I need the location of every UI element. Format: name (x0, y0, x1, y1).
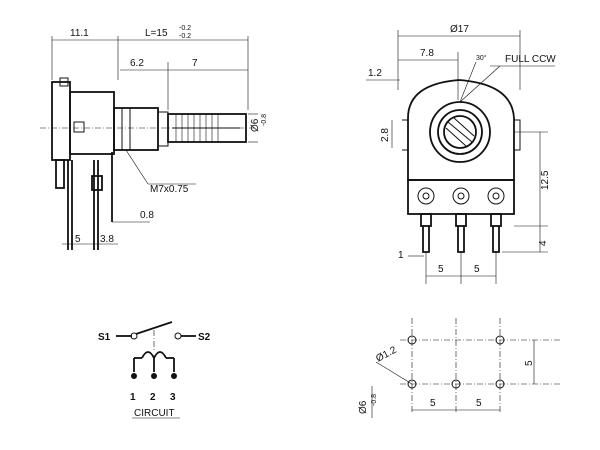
hole-dia-2: Ø6 (358, 400, 369, 414)
dim-gap: 0.8 (140, 210, 154, 221)
pitch-y: 5 (524, 360, 535, 366)
pin-label-3: 3 (170, 392, 176, 403)
pitch-x1: 5 (430, 398, 436, 409)
dim-pitch-1: 5 (438, 264, 444, 275)
dim-body-width: 11.1 (70, 28, 89, 39)
side-view: 11.1 L=15 -0.2 -0.2 6.2 7 (40, 25, 268, 250)
dim-thread: M7x0.75 (150, 184, 189, 195)
dim-pin-w: 1 (398, 250, 404, 261)
rotation-label: FULL CCW (505, 54, 556, 65)
pcb-layout: Ø1.2 Ø6 -0.8 5 5 5 (358, 318, 560, 418)
dim-tab-offset: 1.2 (368, 68, 382, 79)
switch-label-s2: S2 (198, 332, 211, 343)
dim-bushing-len: 6.2 (130, 58, 144, 69)
pin-label-2: 2 (150, 392, 156, 403)
dim-pin-pitch: 5 (75, 234, 81, 245)
dim-tab-height: 2.8 (380, 128, 391, 142)
dim-width: Ø17 (450, 24, 469, 35)
dim-offset: 7.8 (420, 48, 434, 59)
circuit-caption: CIRCUIT (134, 408, 175, 419)
dim-pin-len: 4 (538, 240, 549, 246)
dim-angle: 30° (476, 54, 487, 62)
dim-length: L=15 (145, 28, 168, 39)
pin-label-1: 1 (130, 392, 136, 403)
dim-shaft-dia: Ø6 (250, 118, 261, 132)
pitch-x2: 5 (476, 398, 482, 409)
dim-height: 12.5 (540, 170, 551, 190)
knurl-lines (172, 114, 240, 142)
dim-pin-offset: 3.8 (100, 234, 114, 245)
dim-shaft-len: 7 (192, 58, 198, 69)
circuit-diagram: S1 S2 1 2 3 CIRCUIT (98, 321, 211, 419)
hole-dia: Ø1.2 (374, 345, 399, 365)
switch-label-s1: S1 (98, 332, 111, 343)
dim-pitch-2: 5 (474, 264, 480, 275)
dim-length-tol-upper: -0.2 (179, 25, 191, 32)
front-view: Ø17 7.8 30° FULL CCW 1.2 2.8 (366, 24, 556, 284)
hole-dia-2-tol: -0.8 (371, 394, 378, 406)
dim-length-tol-lower: -0.2 (179, 33, 191, 40)
dim-shaft-dia-tol: -0.8 (261, 114, 268, 126)
